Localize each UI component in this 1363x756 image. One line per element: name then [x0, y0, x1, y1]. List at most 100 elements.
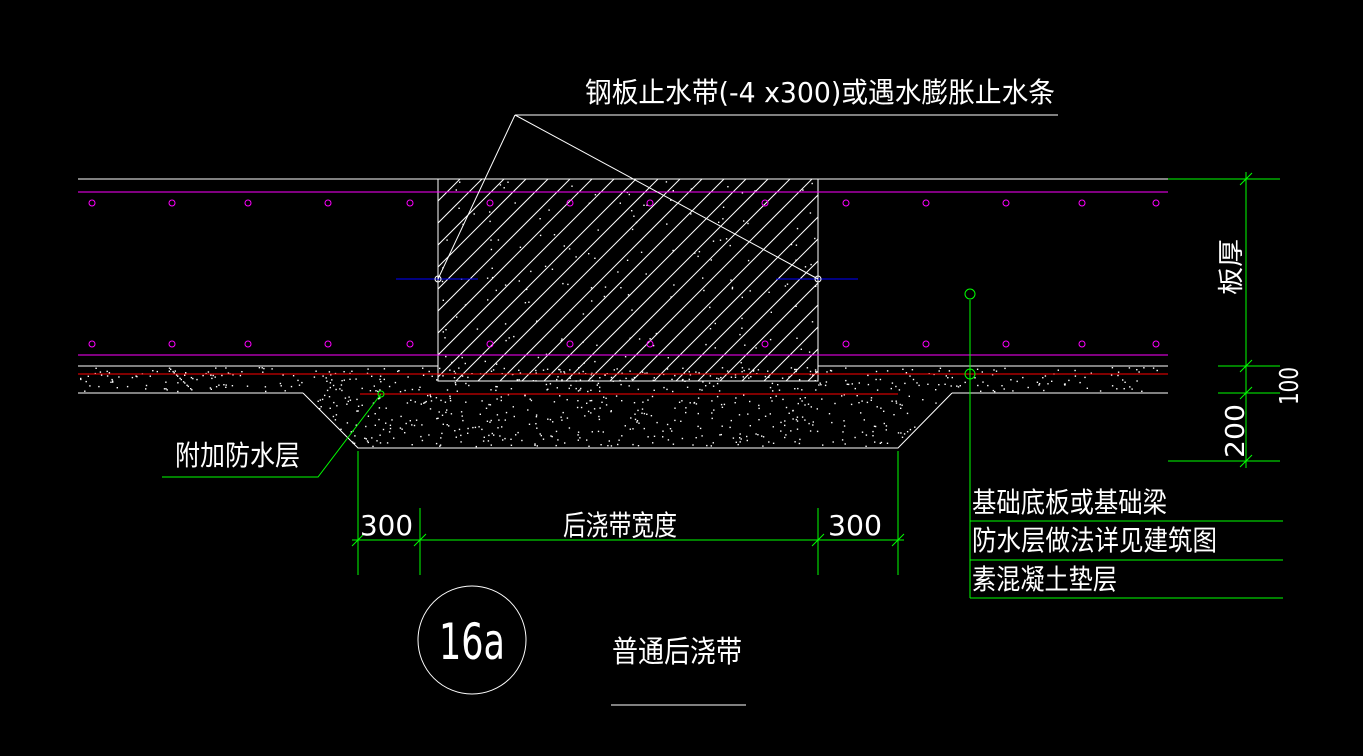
speckle [577, 439, 579, 441]
speckle [365, 425, 367, 428]
speckle [1001, 385, 1003, 387]
speckle [796, 420, 799, 422]
speckle [772, 442, 775, 444]
speckle [758, 404, 760, 407]
speckle [80, 377, 82, 380]
speckle [491, 276, 494, 279]
speckle [227, 372, 230, 374]
speckle [586, 439, 588, 441]
speckle [597, 430, 600, 433]
speckle [386, 442, 389, 444]
speckle [1131, 388, 1133, 390]
speckle [290, 385, 293, 388]
speckle [750, 376, 752, 378]
speckle [643, 204, 645, 206]
speckle [510, 438, 512, 440]
speckle [352, 441, 354, 443]
speckle [246, 385, 249, 387]
speckle [727, 186, 729, 188]
rebar-dot [566, 199, 574, 207]
speckle [599, 407, 601, 409]
speckle [620, 383, 622, 386]
speckle [788, 376, 790, 378]
speckle [1003, 388, 1005, 390]
speckle [578, 372, 580, 374]
rebar-dot [646, 199, 654, 207]
speckle [557, 439, 559, 441]
speckle [518, 280, 520, 282]
speckle [682, 378, 684, 381]
speckle [974, 377, 976, 379]
speckle [758, 419, 760, 421]
speckle [112, 381, 114, 383]
speckle [513, 335, 515, 338]
speckle [703, 289, 705, 292]
dim-100-label: 100 [1275, 367, 1305, 405]
hatch-line [438, 179, 505, 246]
speckle [621, 372, 623, 374]
hdim-tick-4 [891, 533, 905, 547]
post-pour-strip-outline [437, 178, 819, 382]
speckle [488, 434, 490, 437]
speckle [874, 425, 877, 428]
speckle [712, 385, 715, 387]
speckle [420, 403, 422, 405]
speckle [762, 436, 765, 438]
speckle [812, 424, 814, 426]
speckle [535, 372, 537, 374]
speckle [674, 374, 676, 377]
speckle [795, 370, 797, 373]
speckle [1084, 376, 1086, 379]
speckle [490, 389, 492, 391]
speckle [175, 374, 178, 376]
speckle [553, 401, 556, 403]
speckle [599, 377, 601, 379]
speckle [982, 381, 984, 383]
speckle [589, 377, 591, 379]
speckle [656, 421, 658, 424]
speckle [825, 381, 828, 383]
speckle [532, 380, 535, 382]
speckle [356, 410, 358, 412]
speckle [263, 367, 265, 370]
speckle [551, 435, 553, 438]
hatch-line [785, 348, 818, 381]
speckle [710, 259, 712, 261]
speckle [672, 249, 674, 252]
speckle [529, 398, 531, 400]
speckle [995, 370, 998, 372]
speckle [1043, 389, 1045, 392]
legend-text-2: 防水层做法详见建筑图 [972, 524, 1217, 557]
speckle [596, 384, 598, 386]
speckle [860, 412, 862, 414]
speckle [628, 193, 630, 196]
speckle [495, 385, 497, 388]
speckle [357, 410, 359, 412]
detail-number-circle [417, 585, 527, 695]
speckle [588, 445, 590, 447]
speckle [428, 434, 430, 436]
speckle [662, 430, 664, 432]
speckle [649, 338, 651, 340]
speckle [719, 434, 721, 436]
speckle [875, 370, 878, 373]
speckle [503, 187, 505, 189]
speckle [866, 401, 869, 404]
speckle [429, 408, 432, 410]
speckle [489, 404, 492, 406]
speckle [379, 375, 382, 377]
speckle [795, 368, 797, 371]
speckle [431, 375, 433, 377]
speckle [1152, 367, 1155, 369]
speckle [489, 220, 491, 223]
hatch-line [631, 194, 818, 381]
speckle [901, 436, 904, 438]
speckle [788, 412, 790, 414]
speckle [826, 371, 828, 373]
speckle [636, 420, 639, 422]
speckle [815, 371, 817, 373]
speckle [152, 370, 154, 372]
speckle [596, 344, 598, 346]
speckle [409, 420, 411, 422]
speckle [738, 414, 741, 416]
